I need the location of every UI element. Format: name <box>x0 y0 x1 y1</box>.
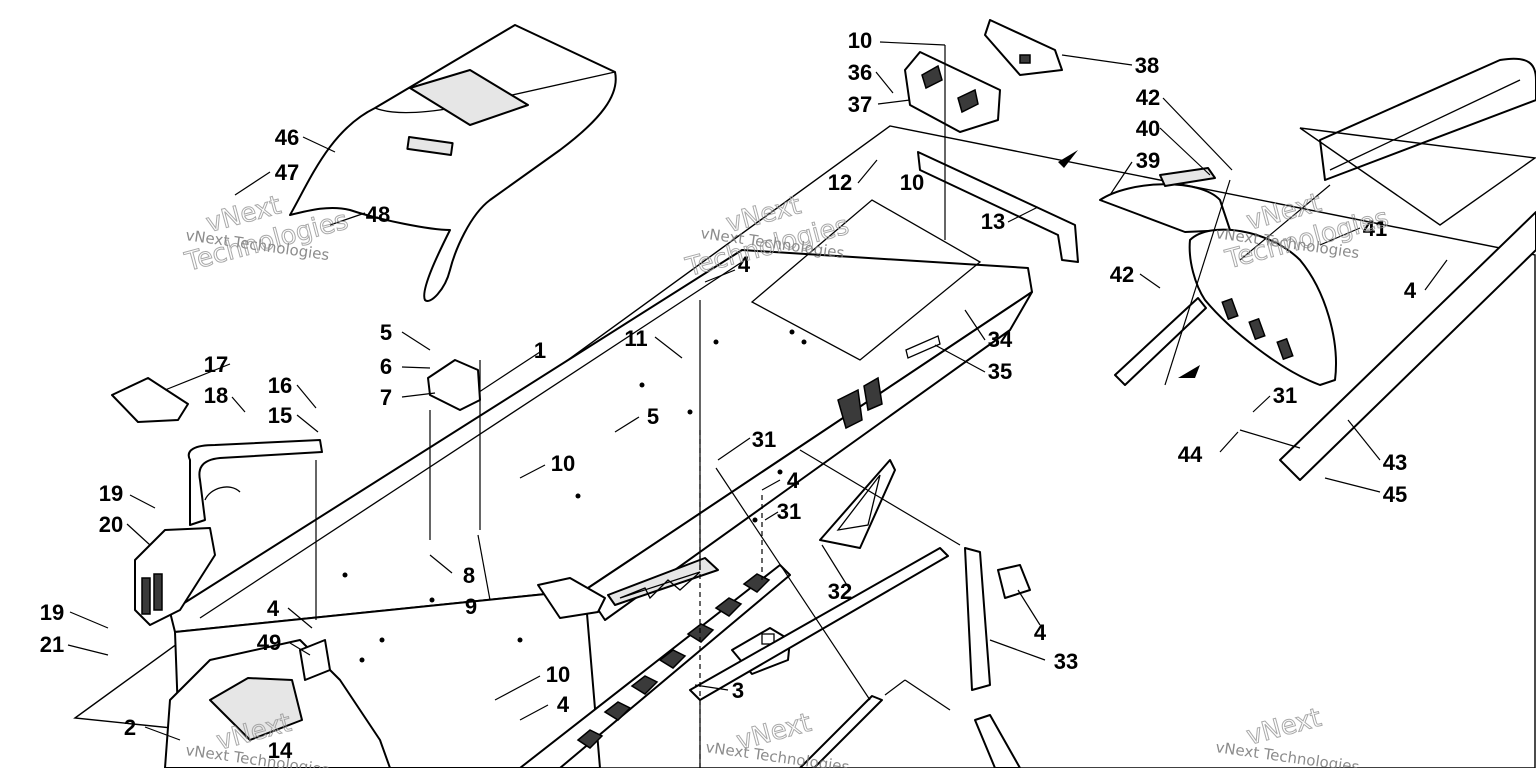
callout-10: 10 <box>900 170 924 195</box>
callout-6: 6 <box>380 354 392 379</box>
callout-8: 8 <box>463 563 475 588</box>
callout-4: 4 <box>1404 278 1417 303</box>
callout-19: 19 <box>40 600 64 625</box>
callout-15: 15 <box>268 403 292 428</box>
rear-bumper-bar <box>689 547 949 768</box>
callout-31: 31 <box>777 499 801 524</box>
mudflap-housing <box>1114 228 1337 386</box>
watermark-3: vNext Technologies <box>1221 187 1392 276</box>
callout-18: 18 <box>204 383 228 408</box>
leader-lines <box>67 41 1448 741</box>
callout-11: 11 <box>624 326 647 351</box>
callout-43: 43 <box>1383 450 1407 475</box>
lower-right-bracket <box>974 714 1021 768</box>
bracket-7 <box>427 359 481 411</box>
callout-47: 47 <box>275 160 299 185</box>
hidden-lines <box>699 430 763 768</box>
callout-39: 39 <box>1136 148 1160 173</box>
callout-32: 32 <box>828 579 852 604</box>
callout-42: 42 <box>1110 262 1134 287</box>
seat-46 <box>289 24 617 302</box>
guard-20 <box>134 527 216 626</box>
callout-36: 36 <box>848 60 872 85</box>
callout-9: 9 <box>465 594 477 619</box>
front-bulkhead-2 <box>164 639 391 768</box>
handle-15 <box>187 439 323 526</box>
callout-4: 4 <box>267 596 280 621</box>
callout-12: 12 <box>828 170 852 195</box>
footrest-stepped-plate <box>519 557 791 768</box>
rail-frame <box>1299 127 1536 226</box>
callout-41: 41 <box>1363 216 1387 241</box>
bracket-49 <box>299 639 331 681</box>
decal-40 <box>1159 167 1216 187</box>
callout-2: 2 <box>124 715 136 740</box>
callout-7: 7 <box>380 385 392 410</box>
trim-strip-33 <box>964 547 1031 691</box>
taillight-38 <box>984 19 1063 76</box>
callout-40: 40 <box>1136 116 1160 141</box>
callout-45: 45 <box>1383 482 1407 507</box>
callout-34: 34 <box>988 327 1013 352</box>
callout-21: 21 <box>40 632 64 657</box>
callout-1: 1 <box>534 338 546 363</box>
callout-5: 5 <box>380 320 392 345</box>
gusset-32 <box>819 459 896 549</box>
flap-39 <box>1099 183 1231 233</box>
callout-38: 38 <box>1135 53 1159 78</box>
callout-17: 17 <box>204 352 228 377</box>
callout-16: 16 <box>268 373 292 398</box>
callout-10: 10 <box>848 28 872 53</box>
callout-10: 10 <box>546 662 570 687</box>
callout-20: 20 <box>99 512 123 537</box>
callout-48: 48 <box>366 202 390 227</box>
cover-17 <box>111 377 189 423</box>
callout-37: 37 <box>848 92 872 117</box>
callout-14: 14 <box>268 738 293 763</box>
callout-42: 42 <box>1136 85 1160 110</box>
callout-5: 5 <box>647 404 659 429</box>
callout-4: 4 <box>738 252 751 277</box>
callout-44: 44 <box>1178 442 1203 467</box>
callout-3: 3 <box>732 678 744 703</box>
bracket-37 <box>904 51 1001 133</box>
callout-31: 31 <box>1273 383 1297 408</box>
callout-19: 19 <box>99 481 123 506</box>
callout-13: 13 <box>981 209 1005 234</box>
callout-10: 10 <box>551 451 575 476</box>
mount-rail-13 <box>917 151 1079 263</box>
callout-4: 4 <box>557 692 570 717</box>
direction-arrows <box>1058 150 1200 378</box>
callout-49: 49 <box>257 630 281 655</box>
callout-31: 31 <box>752 427 776 452</box>
watermark-text-6: vNext Technologies <box>1214 738 1360 768</box>
callout-33: 33 <box>1054 649 1078 674</box>
callout-4: 4 <box>787 468 800 493</box>
callout-labels: 1 2 3 4 4 4 4 4 4 5 5 6 7 8 9 10 10 10 1… <box>40 28 1417 763</box>
callout-46: 46 <box>275 125 299 150</box>
grab-rail-43 <box>1279 57 1536 481</box>
callout-4: 4 <box>1034 620 1047 645</box>
callout-35: 35 <box>988 359 1012 384</box>
